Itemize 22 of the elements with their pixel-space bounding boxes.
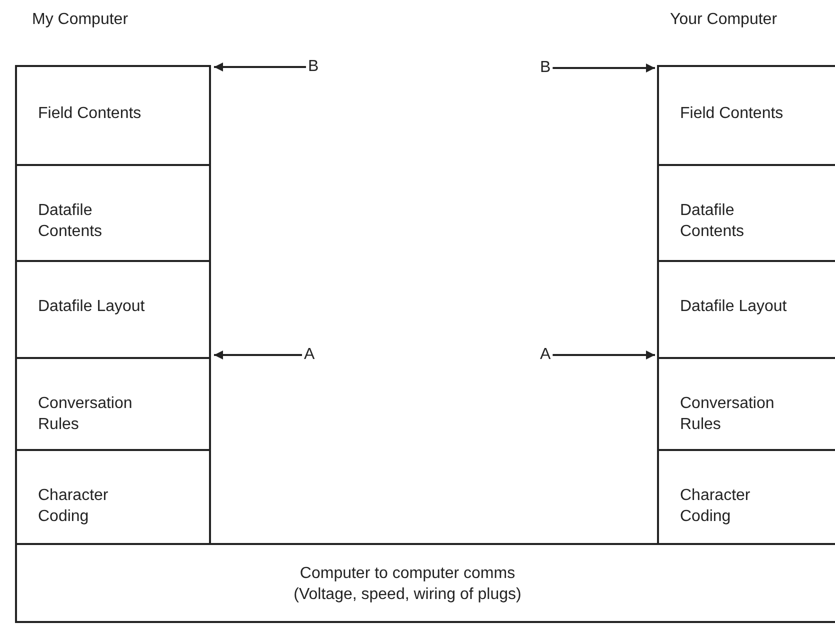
column-heading: Your Computer <box>670 10 778 30</box>
link-band <box>15 543 835 623</box>
layer-label: Conversation Rules <box>680 394 776 435</box>
layer-label: Character Coding <box>680 486 752 527</box>
arrow <box>552 350 655 360</box>
layer-label: Character Coding <box>38 486 110 527</box>
layer-label: Datafile Layout <box>680 297 788 317</box>
layer-label: Conversation Rules <box>38 394 134 435</box>
band-label: Computer to computer comms (Voltage, speed, wiring of plugs) <box>292 564 522 605</box>
layer-label: Field Contents <box>680 104 784 124</box>
column-heading: My Computer <box>32 10 130 30</box>
arrow-label: B <box>308 58 319 76</box>
arrow-label: A <box>540 346 551 364</box>
arrow <box>214 350 302 360</box>
arrow-label: B <box>540 59 551 77</box>
layer-label: Datafile Contents <box>38 201 104 242</box>
layer-label: Datafile Contents <box>680 201 746 242</box>
layer-label: Field Contents <box>38 104 142 124</box>
arrow <box>214 62 306 72</box>
arrow <box>552 64 655 72</box>
arrow-label: A <box>304 346 315 364</box>
layer-label: Datafile Layout <box>38 297 146 317</box>
